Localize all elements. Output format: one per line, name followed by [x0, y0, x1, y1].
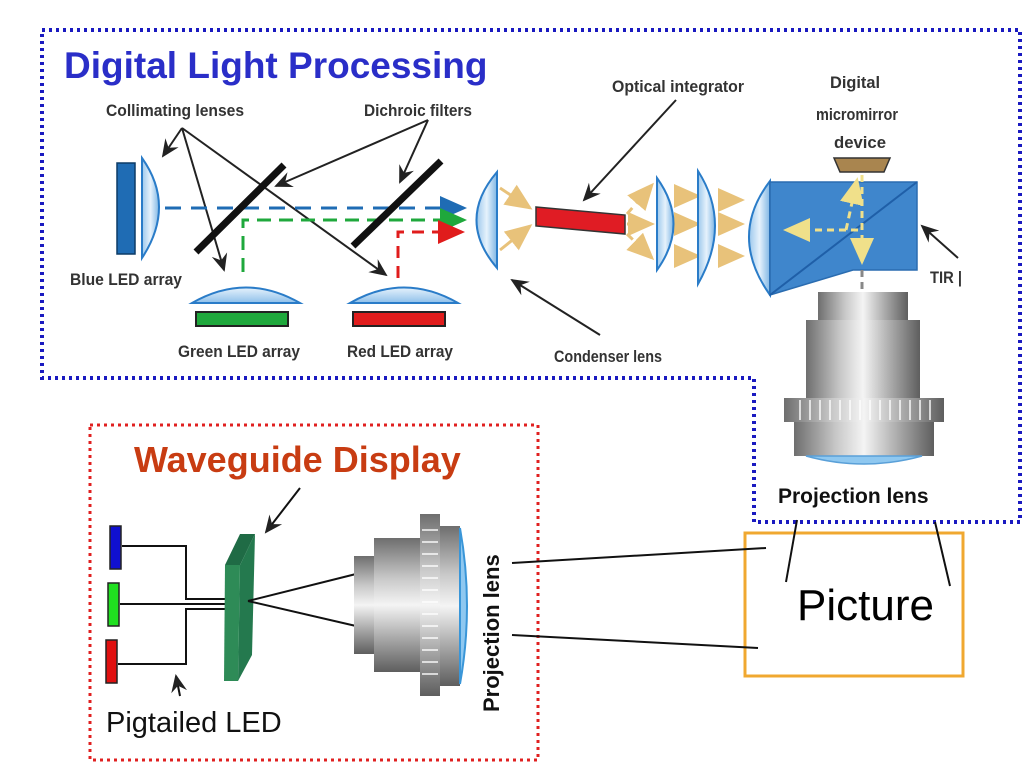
arrow-to-collimating-red [181, 127, 388, 277]
callout-arrows [161, 99, 959, 336]
dlp-frame [40, 28, 1022, 524]
picture-frame [743, 531, 965, 678]
prism-lens [748, 178, 771, 299]
relay-lens-2 [697, 167, 716, 288]
arrow-to-pigtail [171, 674, 187, 697]
projection-lens-label: Projection lens [778, 485, 929, 508]
dmd-label-line1: Digital [830, 73, 880, 92]
blue-led-array [116, 162, 136, 255]
pigtailed-led-label: Pigtailed LED [106, 707, 282, 739]
condenser-lens-label: Condenser lens [554, 347, 662, 366]
projection-lines [511, 519, 951, 649]
dichroic-filter-1 [193, 162, 287, 255]
blue-collimating-lens [141, 154, 160, 262]
red-led-label: Red LED array [347, 342, 453, 361]
arrow-to-dichroic-2 [399, 119, 429, 184]
green-collimating-lens [188, 286, 304, 304]
arrow-to-dichroic-1 [274, 119, 429, 187]
arrow-to-integrator [582, 99, 677, 202]
dmd-label-line2: micromirror [816, 105, 898, 124]
green-led-label: Green LED array [178, 342, 300, 361]
red-led-array [352, 311, 446, 327]
arrow-to-waveguide [264, 487, 301, 534]
waveguide-frame [88, 423, 540, 762]
optical-integrator [535, 206, 626, 235]
waveguide-projection-lens [354, 514, 468, 696]
green-light-path [241, 208, 467, 272]
condenser-lens [475, 169, 498, 271]
prism-light-path [783, 175, 874, 290]
arrow-to-collimating-blue [161, 127, 183, 158]
arrow-to-tir [920, 224, 959, 259]
waveguide-title: Waveguide Display [134, 439, 461, 480]
red-light-path [396, 220, 465, 278]
tir-prism-label: TIR | [930, 268, 962, 287]
dlp-title: Digital Light Processing [64, 45, 488, 86]
relay-lens-1 [656, 174, 675, 274]
pigtailed-green-led [107, 582, 120, 627]
picture-label: Picture [797, 581, 934, 630]
collimating-lenses-label: Collimating lenses [106, 101, 244, 120]
optical-integrator-label: Optical integrator [612, 77, 744, 96]
tir-prism-diagonal [769, 181, 918, 296]
green-led-array [195, 311, 289, 327]
pigtailed-red-led [105, 639, 118, 684]
dichroic-filter-2 [350, 158, 444, 249]
arrow-to-condenser [510, 278, 601, 336]
dlp-projection-lens [784, 292, 944, 465]
pigtailed-blue-led [109, 525, 122, 570]
dmd-label-line3: device [834, 133, 886, 152]
blue-led-label: Blue LED array [70, 270, 182, 289]
pigtail-fibers [118, 545, 230, 665]
dichroic-filters-label: Dichroic filters [364, 101, 472, 120]
waveguide-projection-lens-label: Projection lens [479, 554, 504, 712]
waveguide-element [224, 534, 255, 681]
digital-micromirror-device [832, 157, 892, 173]
red-collimating-lens [346, 286, 462, 304]
arrow-to-collimating-green [181, 127, 228, 272]
